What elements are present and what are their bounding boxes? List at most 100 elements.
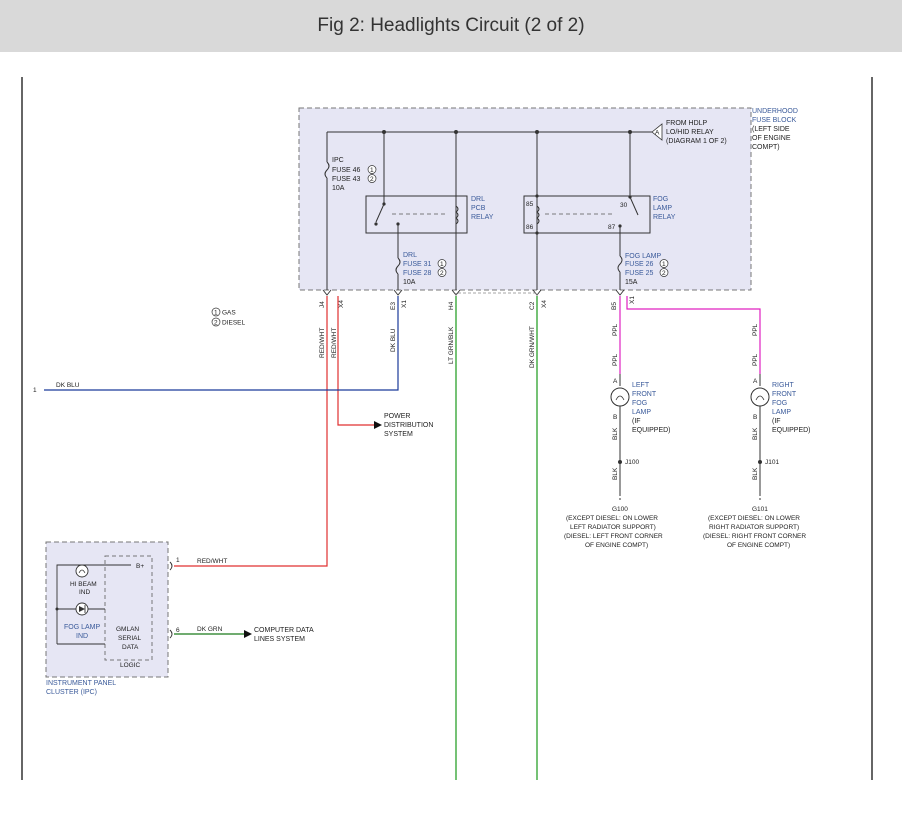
left-fog-label-2: FRONT: [632, 391, 657, 398]
fog-relay-label-2: LAMP: [653, 205, 672, 212]
drl-relay-box: [365, 195, 468, 234]
fog-relay-label-3: RELAY: [653, 214, 676, 221]
splice-j100: J100: [625, 459, 639, 466]
power-dist-1: POWER: [384, 413, 410, 420]
ipc-fuse-name: IPC: [332, 157, 344, 164]
wire-red-wht-power: [337, 296, 374, 426]
label-dk-grn-wht: DK GRN/WHT: [529, 326, 536, 368]
label-ppl-2: PPL: [612, 353, 619, 366]
drl-coil: [455, 205, 459, 225]
figure-title: Fig 2: Headlights Circuit (2 of 2): [317, 15, 585, 36]
from-hdlp-2: LO/HID RELAY: [666, 129, 714, 136]
ipc-note-1: 1: [370, 167, 374, 174]
figure-title-bar: Fig 2: Headlights Circuit (2 of 2): [0, 0, 902, 52]
fog-fuse-amps: 15A: [625, 279, 638, 286]
left-ground-note-3: (DIESEL: LEFT FRONT CORNER: [564, 533, 663, 540]
from-hdlp-1: FROM HDLP: [666, 120, 708, 127]
drl-fuse-name: DRL: [403, 252, 417, 259]
left-fog-label-5: (IF: [632, 418, 641, 425]
fog-fuse-name: FOG LAMP: [625, 253, 662, 260]
hi-beam-label-1: HI BEAM: [70, 581, 97, 588]
ipc-name-1: INSTRUMENT PANEL: [46, 680, 116, 687]
label-blk-2: BLK: [612, 467, 619, 480]
right-front-fog-lamp: A B RIGHT FRONT FOG LAMP (IF EQUIPPED) B…: [703, 374, 811, 549]
legend-diesel: DIESEL: [222, 320, 246, 327]
label-blk-4: BLK: [752, 467, 759, 480]
fog-fuse-f2: FUSE 25: [625, 270, 654, 277]
power-dist-arrow: [374, 421, 382, 429]
ipc-pin-1: 1: [176, 557, 180, 564]
pin-h4: H4: [448, 301, 455, 310]
right-fog-pin-a: A: [753, 378, 758, 385]
drl-fuse-f2: FUSE 28: [403, 270, 432, 277]
power-dist-2: DISTRIBUTION: [384, 422, 433, 429]
left-front-fog-lamp: A B LEFT FRONT FOG LAMP (IF EQUIPPED) BL…: [564, 374, 671, 549]
label-ppl-1: PPL: [612, 323, 619, 336]
computer-data-2: LINES SYSTEM: [254, 636, 305, 643]
gmlan-label-2: SERIAL: [118, 635, 142, 642]
drl-switch-arm: [375, 203, 385, 223]
label-red-wht-horizontal: RED/WHT: [197, 558, 227, 565]
ipc-note-circle-1: [367, 165, 377, 174]
legend-n1: 1: [214, 310, 218, 317]
right-fog-label-6: EQUIPPED): [772, 427, 811, 434]
ipc-logic-label: LOGIC: [120, 662, 141, 669]
right-fog-label-3: FOG: [772, 400, 787, 407]
connector-a-symbol: [651, 123, 663, 141]
hi-beam-label-2: IND: [79, 589, 91, 596]
ground-g100: G100: [612, 506, 628, 513]
fog-fuse-symbol: [617, 255, 623, 273]
label-red-wht-1: RED/WHT: [319, 328, 326, 358]
label-red-wht-2: RED/WHT: [331, 328, 338, 358]
left-fog-label-3: FOG: [632, 400, 647, 407]
ipc-fuse-amps: 10A: [332, 185, 345, 192]
left-ground-note-1: (EXCEPT DIESEL: ON LOWER: [566, 515, 658, 522]
drl-relay-label-1: DRL: [471, 196, 485, 203]
edge-number-left: 1: [33, 387, 37, 394]
right-ground-note-4: OF ENGINE COMPT): [727, 542, 790, 549]
power-dist-3: SYSTEM: [384, 431, 413, 438]
label-dk-grn: DK GRN: [197, 626, 223, 633]
fog-switch-arm: [629, 196, 639, 216]
underhood-fuse-block: UNDERHOOD FUSE BLOCK (LEFT SIDE OF ENGIN…: [298, 107, 798, 291]
wire-dk-blu: [44, 296, 399, 391]
pin-x1-b: X1: [629, 296, 636, 304]
pin-e3: E3: [390, 302, 397, 310]
fog-coil: [536, 205, 540, 225]
ipc-note-circle-2: [367, 174, 377, 183]
right-fog-label-5: (IF: [772, 418, 781, 425]
from-hdlp-3: (DIAGRAM 1 OF 2): [666, 138, 727, 145]
gmlan-label-1: GMLAN: [116, 626, 139, 633]
right-ground-note-2: RIGHT RADIATOR SUPPORT): [709, 524, 799, 531]
drl-note-1: 1: [440, 261, 444, 268]
left-fog-label-4: LAMP: [632, 409, 651, 416]
drl-relay-label-2: PCB: [471, 205, 486, 212]
right-fog-lamp-bulb: [750, 387, 770, 407]
ipc-fuse-f2: FUSE 43: [332, 176, 361, 183]
gmlan-label-3: DATA: [122, 644, 139, 651]
pin-j4: J4: [319, 301, 326, 308]
label-lt-grn-blk: LT GRN/BLK: [448, 326, 455, 364]
label-ppl-3: PPL: [752, 323, 759, 336]
fog-fuse-f1: FUSE 26: [625, 261, 654, 268]
right-fog-label-4: LAMP: [772, 409, 791, 416]
left-fog-label-6: EQUIPPED): [632, 427, 671, 434]
fuse-block-label-2: FUSE BLOCK: [752, 117, 797, 124]
left-fog-lamp-bulb: [610, 387, 630, 407]
right-fog-label-2: FRONT: [772, 391, 797, 398]
legend-gas: GAS: [222, 310, 236, 317]
pin-x4-b: X4: [541, 300, 548, 308]
fuse-block-label-3: (LEFT SIDE: [752, 126, 790, 133]
fog-lamp-ind-label-1: FOG LAMP: [64, 624, 101, 631]
legend-n2: 2: [214, 320, 218, 327]
right-ground-note-1: (EXCEPT DIESEL: ON LOWER: [708, 515, 800, 522]
fog-note-1: 1: [662, 261, 666, 268]
ipc-fuse-f1: FUSE 46: [332, 167, 361, 174]
left-ground-note-4: OF ENGINE COMPT): [585, 542, 648, 549]
drl-note-2: 2: [440, 270, 444, 277]
drl-relay-label-3: RELAY: [471, 214, 494, 221]
label-dk-blu-vertical: DK BLU: [390, 328, 397, 352]
left-ground-note-2: LEFT RADIATOR SUPPORT): [570, 524, 656, 531]
label-blk-3: BLK: [752, 427, 759, 440]
